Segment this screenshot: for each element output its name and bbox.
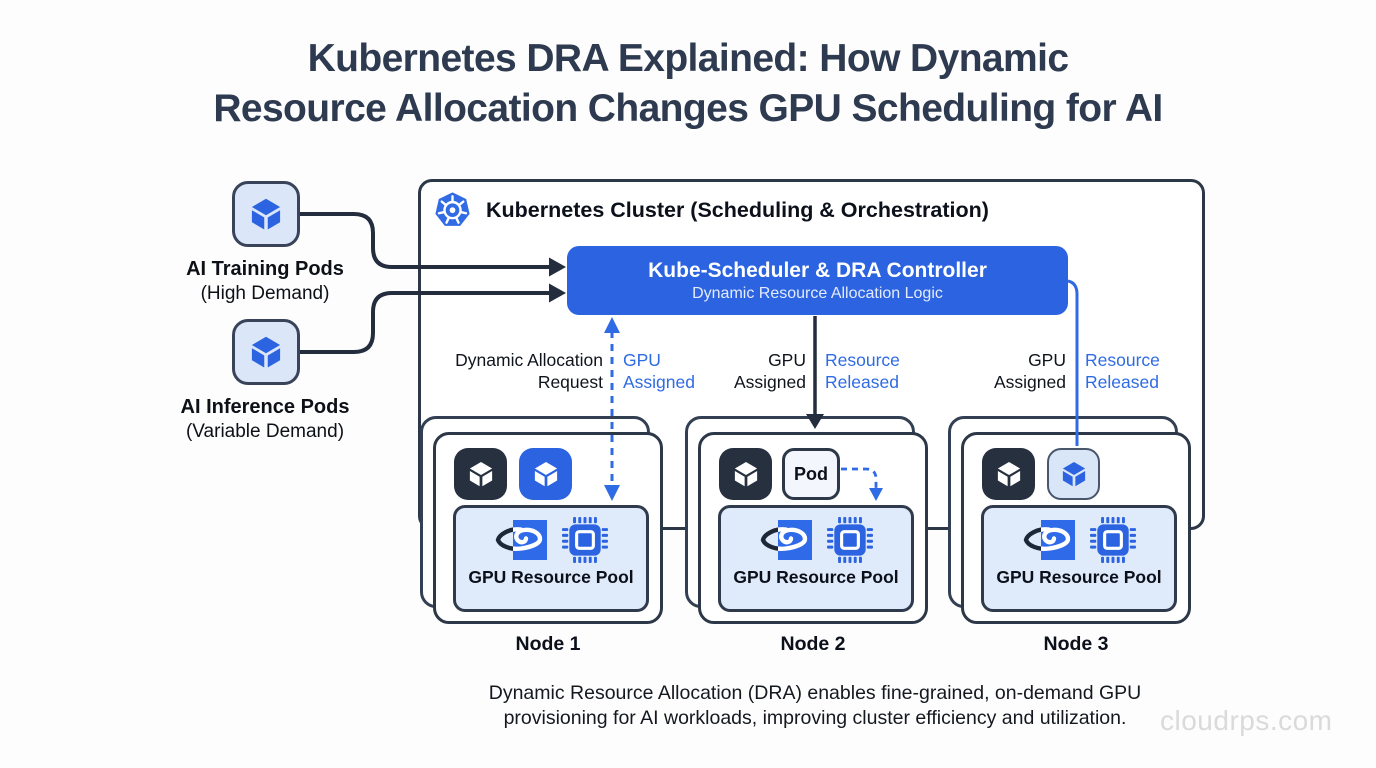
flow-label-resource-released-3: Resource Released — [1085, 350, 1160, 393]
cluster-header: Kubernetes Cluster (Scheduling & Orchest… — [432, 190, 989, 231]
scheduler-box: Kube-Scheduler & DRA Controller Dynamic … — [567, 246, 1068, 315]
gpu-resource-pool: GPU Resource Pool — [718, 505, 914, 612]
node1-label: Node 1 — [515, 633, 581, 655]
cube-icon — [466, 459, 496, 489]
page-title: Kubernetes DRA Explained: How Dynamic Re… — [213, 37, 1163, 130]
node3-box: GPU Resource Pool — [961, 432, 1191, 624]
pod-tile-dark — [454, 448, 507, 500]
gpu-pool-label: GPU Resource Pool — [733, 567, 899, 587]
node2-box: Pod GPU Resource Pool — [698, 432, 928, 624]
pod-tile-dark — [719, 448, 772, 500]
pod-tile-dark — [982, 448, 1035, 500]
chip-icon — [827, 517, 873, 563]
ai-training-pods-caption: AI Training Pods (High Demand) — [135, 257, 395, 306]
cube-icon — [247, 333, 285, 371]
scheduler-title: Kube-Scheduler & DRA Controller — [648, 258, 987, 282]
bottom-caption: Dynamic Resource Allocation (DRA) enable… — [488, 682, 1142, 730]
gpu-resource-pool: GPU Resource Pool — [453, 505, 649, 612]
pod-group-demand: (Variable Demand) — [185, 421, 345, 442]
gpu-resource-pool: GPU Resource Pool — [981, 505, 1177, 612]
pod-tile-blue — [519, 448, 572, 500]
pod-group-name: AI Inference Pods — [180, 396, 350, 418]
pod-group-name: AI Training Pods — [186, 258, 344, 280]
ai-inference-pod-tile — [232, 319, 300, 385]
node3-label: Node 3 — [1043, 633, 1109, 655]
flow-label-resource-released-2: Resource Released — [825, 350, 900, 393]
cube-icon — [731, 459, 761, 489]
pod-group-demand: (High Demand) — [200, 283, 330, 304]
cube-icon — [531, 459, 561, 489]
gpu-pool-icons — [1022, 516, 1136, 564]
gpu-pool-label: GPU Resource Pool — [996, 567, 1162, 587]
nvidia-gpu-icon — [1022, 518, 1077, 562]
watermark: cloudrps.com — [1160, 705, 1333, 736]
cluster-title: Kubernetes Cluster (Scheduling & Orchest… — [486, 198, 989, 222]
pod-tile-light-blue — [1047, 448, 1100, 500]
flow-label-allocation-request: Dynamic Allocation Request — [455, 350, 603, 393]
node1-box: GPU Resource Pool — [433, 432, 663, 624]
nvidia-gpu-icon — [494, 518, 549, 562]
ai-inference-pods-caption: AI Inference Pods (Variable Demand) — [135, 395, 395, 444]
pod-outline-box: Pod — [782, 448, 840, 500]
node2-label: Node 2 — [780, 633, 846, 655]
nvidia-gpu-icon — [759, 518, 814, 562]
ai-training-pod-tile — [232, 181, 300, 247]
flow-label-gpu-assigned-1: GPU Assigned — [623, 350, 695, 393]
scheduler-subtitle: Dynamic Resource Allocation Logic — [692, 284, 943, 302]
gpu-pool-icons — [494, 516, 608, 564]
gpu-pool-icons — [759, 516, 873, 564]
flow-label-gpu-assigned-3: GPU Assigned — [994, 350, 1066, 393]
gpu-pool-label: GPU Resource Pool — [468, 567, 634, 587]
cube-icon — [1059, 459, 1089, 489]
chip-icon — [562, 517, 608, 563]
flow-label-gpu-assigned-2: GPU Assigned — [734, 350, 806, 393]
chip-icon — [1090, 517, 1136, 563]
cube-icon — [247, 195, 285, 233]
cube-icon — [994, 459, 1024, 489]
kubernetes-icon — [432, 190, 473, 231]
